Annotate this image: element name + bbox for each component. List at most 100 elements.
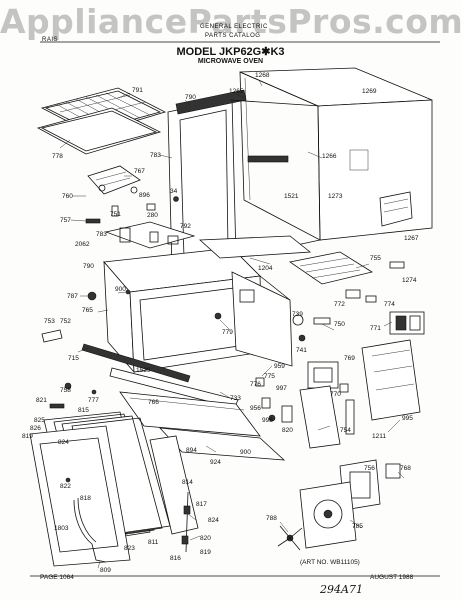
door-assembly [29, 411, 171, 567]
label-819b: 819 [200, 549, 211, 556]
label-826: 826 [30, 425, 41, 432]
label-822: 822 [60, 483, 71, 490]
part-741 [298, 334, 306, 342]
vent-grille [175, 89, 247, 115]
label-959: 959 [274, 363, 285, 370]
part-715-strip [81, 343, 191, 383]
door-handle-809 [73, 499, 107, 563]
fan-housing [87, 165, 141, 195]
part-755 [288, 251, 374, 285]
label-790b: 790 [83, 263, 94, 270]
label-765: 765 [82, 307, 93, 314]
part-777 [91, 389, 97, 395]
label-758: 758 [60, 387, 71, 394]
label-770: 770 [330, 391, 341, 398]
door-front-1803 [29, 425, 131, 567]
label-1269: 1269 [362, 88, 377, 95]
label-823: 823 [124, 545, 135, 552]
label-791: 791 [132, 87, 143, 94]
part-820 [281, 405, 293, 423]
label-820: 820 [282, 427, 293, 434]
label-821: 821 [36, 397, 47, 404]
part-34 [173, 196, 179, 202]
label-753: 753 [44, 318, 55, 325]
label-825: 825 [34, 417, 45, 424]
label-757: 757 [60, 217, 71, 224]
label-775: 775 [264, 373, 275, 380]
label-778: 778 [52, 153, 63, 160]
label-741: 741 [296, 347, 307, 354]
catalog-date: AUGUST 1988 [370, 574, 414, 581]
part-896 [130, 186, 138, 194]
part-768 [385, 463, 401, 479]
part-779 [214, 312, 222, 320]
label-776: 776 [250, 381, 261, 388]
oven-cavity [103, 247, 293, 374]
label-1273: 1273 [328, 193, 343, 200]
label-787: 787 [67, 293, 78, 300]
label-824: 824 [58, 439, 69, 446]
part-labels: 790 791 778 1268 1265 1269 783 767 1266 … [22, 72, 419, 574]
label-1204: 1204 [258, 265, 273, 272]
model-title: MODEL JKP62G✱K3 [176, 46, 285, 58]
label-900: 900 [115, 286, 126, 293]
outer-case [239, 67, 433, 241]
part-753 [41, 329, 63, 343]
label-785: 785 [352, 523, 363, 530]
front-frame [167, 89, 321, 271]
cover-plate-1267 [379, 191, 413, 227]
label-755: 755 [370, 255, 381, 262]
watermark: AppliancePartsPros.com [0, 2, 461, 41]
label-820b: 820 [200, 535, 211, 542]
label-995: 995 [402, 415, 413, 422]
label-752: 752 [60, 318, 71, 325]
bottom-plate [119, 391, 261, 437]
label-751: 751 [110, 211, 121, 218]
part-788-blade [277, 525, 303, 551]
label-824b: 824 [208, 517, 219, 524]
label-34: 34 [170, 188, 178, 195]
label-715: 715 [68, 355, 79, 362]
label-1265: 1265 [229, 88, 244, 95]
label-818: 818 [80, 495, 91, 502]
label-816: 816 [170, 555, 181, 562]
label-997: 997 [276, 385, 287, 392]
part-772 [345, 289, 361, 299]
label-817: 817 [196, 501, 207, 508]
label-733: 733 [230, 395, 241, 402]
label-1521: 1521 [284, 193, 299, 200]
label-1529: 1529 [136, 367, 151, 374]
label-1268: 1268 [255, 72, 270, 79]
label-811: 811 [148, 539, 159, 546]
label-1211: 1211 [372, 433, 386, 440]
part-770 [339, 383, 349, 393]
label-783: 783 [150, 152, 161, 159]
page-number: PAGE 1064 [40, 574, 74, 581]
part-900 [125, 289, 131, 295]
label-815: 815 [78, 407, 89, 414]
label-956: 956 [250, 405, 261, 412]
label-739: 739 [292, 311, 303, 318]
label-788: 788 [266, 515, 277, 522]
label-1803: 1803 [54, 525, 69, 532]
label-768: 768 [400, 465, 411, 472]
part-774 [365, 295, 377, 303]
part-785-fan [299, 481, 357, 549]
label-896: 896 [139, 192, 150, 199]
label-894: 894 [186, 447, 197, 454]
header-line1: GENERAL ELECTRIC [200, 24, 268, 30]
label-809: 809 [100, 567, 111, 574]
part-751 [111, 205, 119, 217]
part-758 [64, 382, 72, 390]
art-number: (ART NO. WB11105) [300, 559, 360, 566]
label-998: 998 [262, 417, 273, 424]
label-760: 760 [62, 193, 73, 200]
glass-tray [36, 107, 162, 155]
control-assembly [104, 221, 196, 249]
part-1211 [345, 399, 355, 435]
part-739 [292, 314, 304, 326]
leader-lines [59, 79, 405, 569]
part-1274 [389, 261, 405, 269]
label-767: 767 [134, 168, 145, 175]
